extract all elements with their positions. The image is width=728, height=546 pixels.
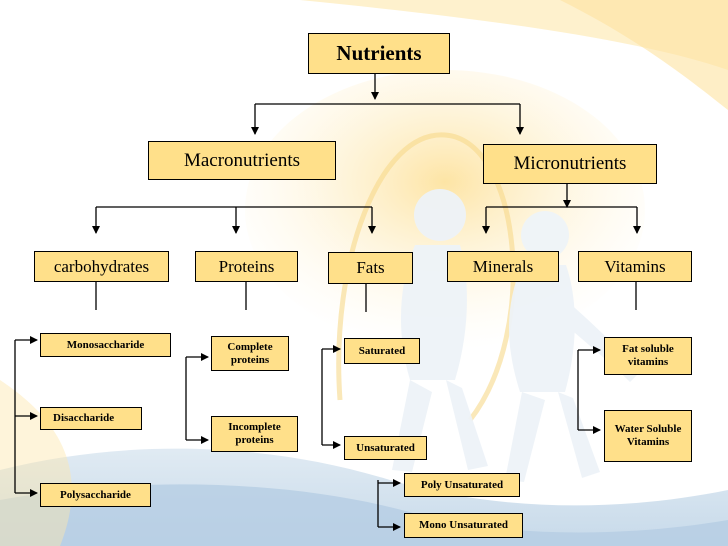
macronutrients-label: Macronutrients — [183, 149, 301, 171]
monosaccharide-box: Monosaccharide — [40, 333, 171, 357]
polysaccharide-box: Polysaccharide — [40, 483, 151, 507]
carbohydrates-label: carbohydrates — [53, 256, 150, 276]
poly-unsaturated-box: Poly Unsaturated — [404, 473, 520, 497]
fats-box: Fats — [328, 252, 413, 284]
polysaccharide-label: Polysaccharide — [60, 488, 131, 501]
minerals-label: Minerals — [472, 256, 534, 276]
unsaturated-box: Unsaturated — [344, 436, 427, 460]
incomplete-proteins-box: Incomplete proteins — [211, 416, 298, 452]
disaccharide-box: Disaccharide — [40, 407, 142, 430]
complete-proteins-box: Complete proteins — [211, 336, 289, 371]
fats-label: Fats — [356, 258, 385, 278]
complete-proteins-label: Complete proteins — [227, 340, 273, 366]
vitamins-label: Vitamins — [604, 256, 666, 276]
vitamins-box: Vitamins — [578, 251, 692, 282]
micronutrients-box: Micronutrients — [483, 144, 657, 184]
water-soluble-vitamins-label: Water Soluble Vitamins — [614, 423, 682, 448]
top-right-glow — [560, 0, 728, 110]
unsaturated-label: Unsaturated — [356, 441, 415, 454]
bottom-wave-front — [0, 484, 728, 546]
fat-soluble-vitamins-label: Fat soluble vitamins — [622, 343, 674, 368]
nutrients-box: Nutrients — [308, 33, 450, 74]
saturated-box: Saturated — [344, 338, 420, 364]
proteins-box: Proteins — [195, 251, 298, 282]
fat-soluble-vitamins-box: Fat soluble vitamins — [604, 337, 692, 375]
poly-unsaturated-label: Poly Unsaturated — [420, 478, 504, 491]
incomplete-proteins-label: Incomplete proteins — [228, 421, 281, 446]
monosaccharide-label: Monosaccharide — [66, 338, 145, 351]
nutrients-label: Nutrients — [336, 41, 422, 66]
micronutrients-label: Micronutrients — [513, 153, 627, 175]
macronutrients-box: Macronutrients — [148, 141, 336, 180]
disaccharide-label: Disaccharide — [53, 412, 115, 424]
saturated-label: Saturated — [358, 344, 406, 357]
minerals-box: Minerals — [447, 251, 559, 282]
mono-unsaturated-label: Mono Unsaturated — [419, 519, 508, 532]
mono-unsaturated-box: Mono Unsaturated — [404, 513, 523, 538]
water-soluble-vitamins-box: Water Soluble Vitamins — [604, 410, 692, 462]
proteins-label: Proteins — [218, 256, 275, 276]
carbohydrates-box: carbohydrates — [34, 251, 169, 282]
